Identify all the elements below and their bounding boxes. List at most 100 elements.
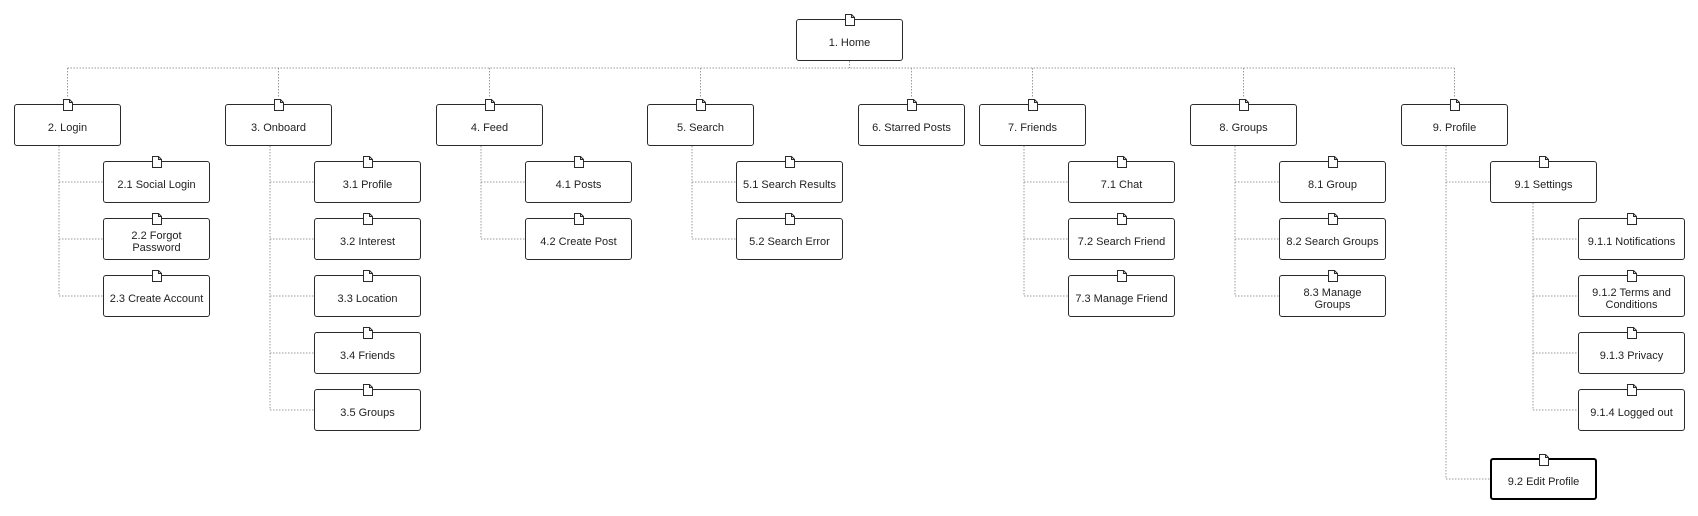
page-node-groups[interactable]: 8. Groups	[1190, 99, 1297, 146]
node-label: 8.1 Group	[1308, 179, 1357, 191]
page-node-feed[interactable]: 4. Feed	[436, 99, 543, 146]
node-label: 3.2 Interest	[339, 236, 396, 248]
page-node-edit-profile[interactable]: 9.2 Edit Profile	[1490, 454, 1597, 500]
page-node-posts[interactable]: 4.1 Posts	[525, 156, 632, 203]
page-icon	[273, 99, 284, 111]
node-label: 3. Onboard	[250, 122, 307, 134]
page-node-manage-friend[interactable]: 7.3 Manage Friend	[1068, 270, 1175, 317]
page-icon	[1027, 99, 1038, 111]
node-label: 4. Feed	[470, 122, 509, 134]
page-icon	[784, 213, 795, 225]
page-node-onboard[interactable]: 3. Onboard	[225, 99, 332, 146]
page-node-logged-out[interactable]: 9.1.4 Logged out	[1578, 384, 1685, 431]
node-label: 9.1.2 Terms and Conditions	[1592, 287, 1671, 311]
page-icon	[1327, 156, 1338, 168]
node-label: 5.1 Search Results	[743, 179, 836, 191]
page-node-search[interactable]: 5. Search	[647, 99, 754, 146]
node-label: 2. Login	[47, 122, 88, 134]
node-label: 9.1 Settings	[1514, 179, 1573, 191]
page-node-search-error[interactable]: 5.2 Search Error	[736, 213, 843, 260]
node-label: 3.5 Groups	[340, 407, 395, 419]
page-icon	[844, 14, 855, 26]
page-node-location[interactable]: 3.3 Location	[314, 270, 421, 317]
page-icon	[573, 156, 584, 168]
page-node-profile[interactable]: 9. Profile	[1401, 99, 1508, 146]
node-label: 6. Starred Posts	[872, 122, 951, 134]
node-label: 4.2 Create Post	[540, 236, 617, 248]
page-node-starred-posts[interactable]: 6. Starred Posts	[858, 99, 965, 146]
node-label: 9.1.1 Notifications	[1587, 236, 1676, 248]
node-label: 5. Search	[676, 122, 725, 134]
page-icon	[1626, 270, 1637, 282]
page-icon	[362, 384, 373, 396]
page-node-profile[interactable]: 3.1 Profile	[314, 156, 421, 203]
page-icon	[151, 156, 162, 168]
page-node-social-login[interactable]: 2.1 Social Login	[103, 156, 210, 203]
node-label: 2.1 Social Login	[117, 179, 196, 191]
node-label: 9.2 Edit Profile	[1507, 476, 1580, 488]
page-icon	[1449, 99, 1460, 111]
page-icon	[1538, 454, 1549, 466]
page-icon	[1116, 270, 1127, 282]
node-label: 8.3 Manage Groups	[1303, 287, 1362, 311]
page-icon	[695, 99, 706, 111]
page-node-friends[interactable]: 3.4 Friends	[314, 327, 421, 374]
page-icon	[151, 270, 162, 282]
page-node-manage-groups[interactable]: 8.3 Manage Groups	[1279, 270, 1386, 317]
node-label: 2.2 Forgot Password	[131, 230, 182, 254]
page-node-interest[interactable]: 3.2 Interest	[314, 213, 421, 260]
page-icon	[362, 156, 373, 168]
node-label: 8.2 Search Groups	[1286, 236, 1379, 248]
page-node-forgot-password[interactable]: 2.2 Forgot Password	[103, 213, 210, 260]
page-icon	[1116, 213, 1127, 225]
page-node-friends[interactable]: 7. Friends	[979, 99, 1086, 146]
page-icon	[484, 99, 495, 111]
node-label: 8. Groups	[1219, 122, 1268, 134]
node-label: 3.3 Location	[337, 293, 398, 305]
node-label: 3.4 Friends	[339, 350, 396, 362]
page-node-privacy[interactable]: 9.1.3 Privacy	[1578, 327, 1685, 374]
node-label: 5.2 Search Error	[749, 236, 830, 248]
page-node-group[interactable]: 8.1 Group	[1279, 156, 1386, 203]
page-icon	[1626, 213, 1637, 225]
node-label: 7. Friends	[1008, 122, 1057, 134]
page-icon	[1116, 156, 1127, 168]
page-icon	[573, 213, 584, 225]
page-node-groups[interactable]: 3.5 Groups	[314, 384, 421, 431]
node-label: 9. Profile	[1432, 122, 1477, 134]
page-node-search-groups[interactable]: 8.2 Search Groups	[1279, 213, 1386, 260]
page-icon	[1327, 270, 1338, 282]
page-node-search-results[interactable]: 5.1 Search Results	[736, 156, 843, 203]
page-node-notifications[interactable]: 9.1.1 Notifications	[1578, 213, 1685, 260]
node-label: 2.3 Create Account	[109, 293, 204, 305]
node-label: 7.1 Chat	[1100, 179, 1143, 191]
page-node-chat[interactable]: 7.1 Chat	[1068, 156, 1175, 203]
page-icon	[151, 213, 162, 225]
page-node-terms-and-conditions[interactable]: 9.1.2 Terms and Conditions	[1578, 270, 1685, 317]
page-icon	[62, 99, 73, 111]
page-icon	[1538, 156, 1549, 168]
page-node-search-friend[interactable]: 7.2 Search Friend	[1068, 213, 1175, 260]
page-node-login[interactable]: 2. Login	[14, 99, 121, 146]
page-icon	[362, 213, 373, 225]
node-label: 9.1.3 Privacy	[1599, 350, 1664, 362]
page-icon	[784, 156, 795, 168]
node-label: 7.2 Search Friend	[1077, 236, 1166, 248]
page-node-create-post[interactable]: 4.2 Create Post	[525, 213, 632, 260]
page-node-home[interactable]: 1. Home	[796, 14, 903, 61]
page-icon	[1327, 213, 1338, 225]
node-label: 4.1 Posts	[555, 179, 602, 191]
page-icon	[362, 327, 373, 339]
page-icon	[1238, 99, 1249, 111]
node-label: 9.1.4 Logged out	[1590, 407, 1673, 419]
page-node-settings[interactable]: 9.1 Settings	[1490, 156, 1597, 203]
page-icon	[362, 270, 373, 282]
page-icon	[1626, 327, 1637, 339]
page-icon	[1626, 384, 1637, 396]
page-icon	[906, 99, 917, 111]
page-node-create-account[interactable]: 2.3 Create Account	[103, 270, 210, 317]
node-label: 1. Home	[828, 37, 871, 49]
node-label: 3.1 Profile	[342, 179, 393, 191]
